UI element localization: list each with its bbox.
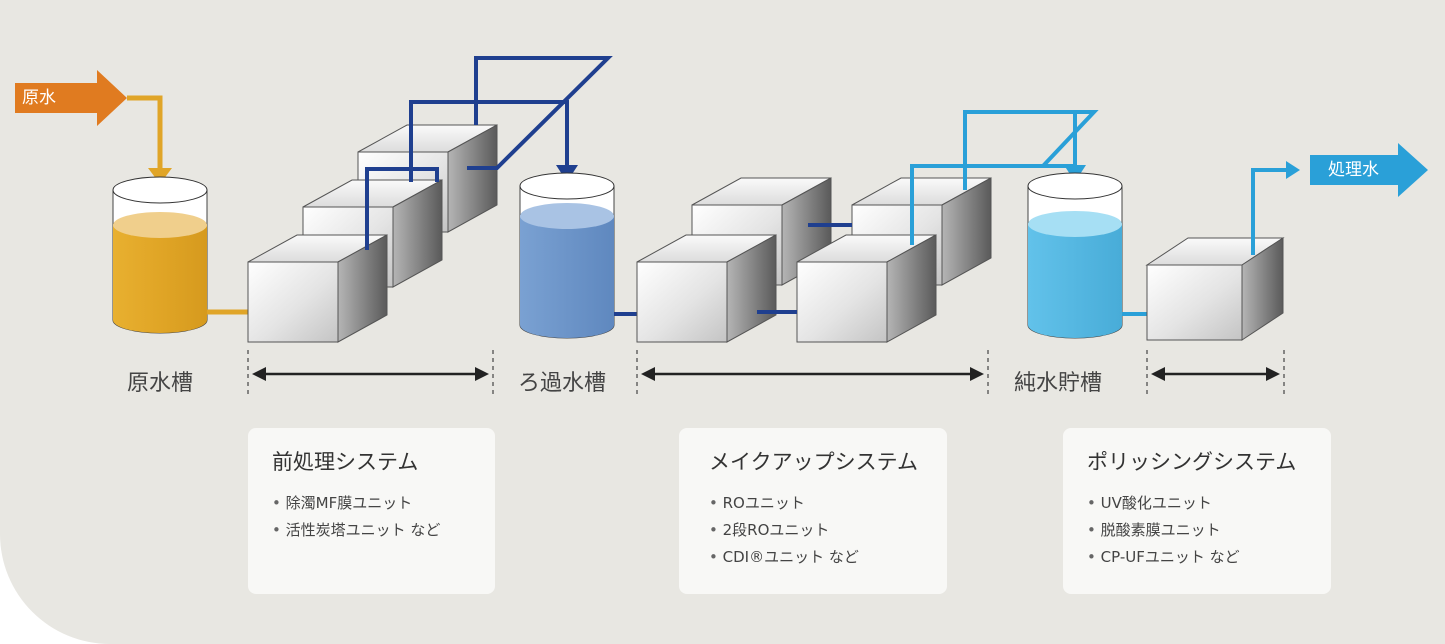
raw-water-tank [112, 176, 208, 334]
polishing-system-card: ポリッシングシステム UV酸化ユニット 脱酸素膜ユニット CP-UFユニット な… [1063, 428, 1331, 594]
makeup-unit-front-right [796, 234, 937, 343]
pretreatment-system-title: 前処理システム [272, 450, 419, 474]
pure-water-tank-label: 純水貯槽 [1014, 371, 1103, 396]
pretreatment-system-card: 前処理システム 除濁MF膜ユニット 活性炭塔ユニット など [248, 428, 495, 594]
pretreatment-span-arrow [252, 367, 489, 381]
filtered-water-tank-label: ろ過水槽 [518, 371, 607, 396]
makeup-pipes [910, 110, 1099, 245]
makeup-span-arrow [641, 367, 984, 381]
pretreatment-pipes [365, 56, 613, 250]
pretreatment-item: 活性炭塔ユニット など [272, 517, 495, 544]
raw-water-input-arrow [15, 70, 127, 126]
polishing-outflow-arrowhead [1286, 161, 1300, 179]
makeup-system-title: メイクアップシステム [709, 450, 918, 474]
raw-water-input-label: 原水 [22, 88, 56, 108]
makeup-system-card: メイクアップシステム ROユニット 2段ROユニット CDI®ユニット など [679, 428, 947, 594]
treated-water-output-arrow [1310, 143, 1428, 197]
polishing-item: UV酸化ユニット [1087, 490, 1331, 517]
pure-water-tank [1027, 172, 1123, 339]
pretreatment-item: 除濁MF膜ユニット [272, 490, 495, 517]
raw-water-inflow-arrowhead [148, 168, 172, 184]
pretreatment-unit-front [247, 234, 388, 343]
makeup-unit-front-left [636, 234, 777, 343]
polishing-unit [1145, 237, 1285, 341]
raw-water-tank-label: 原水槽 [127, 371, 194, 396]
polishing-item: 脱酸素膜ユニット [1087, 517, 1331, 544]
makeup-item: CDI®ユニット など [709, 544, 947, 571]
polishing-item: CP-UFユニット など [1087, 544, 1331, 571]
makeup-item: 2段ROユニット [709, 517, 947, 544]
polishing-outflow-pipe [1251, 168, 1288, 255]
polishing-span-arrow [1151, 367, 1280, 381]
makeup-item: ROユニット [709, 490, 947, 517]
treated-water-output-label: 処理水 [1328, 160, 1379, 180]
filtered-water-tank [519, 172, 615, 339]
polishing-system-title: ポリッシングシステム [1087, 450, 1297, 474]
raw-water-pipe [127, 95, 163, 168]
